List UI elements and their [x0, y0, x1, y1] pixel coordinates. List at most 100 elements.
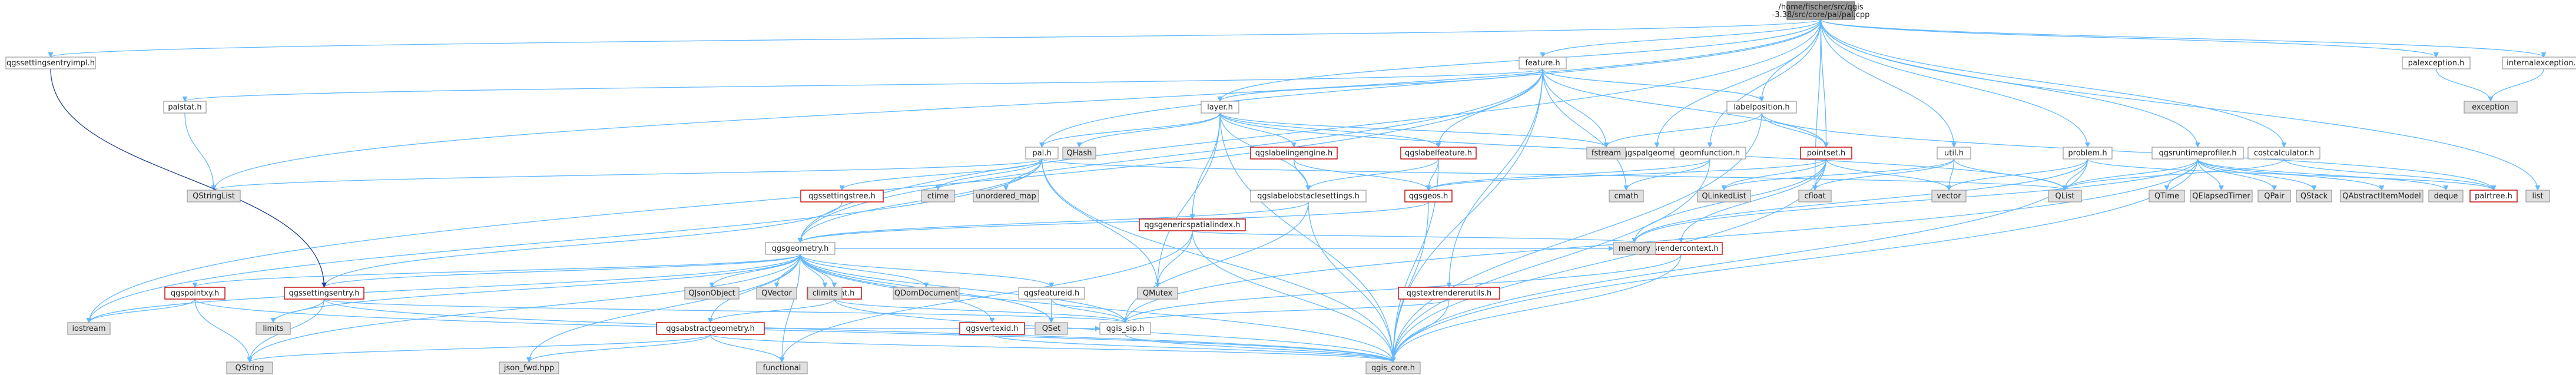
- node-label: deque: [2434, 192, 2458, 201]
- node-qgsvertexid[interactable]: qgsvertexid.h: [959, 322, 1025, 335]
- node-label: json_fwd.hpp: [503, 364, 554, 373]
- edge-qgsruntimeprofiler-to-QAbstractItemModel: [2197, 158, 2385, 191]
- node-label: qgstextrendererutils.h: [1407, 289, 1492, 298]
- node-QSet[interactable]: QSet: [1035, 322, 1068, 335]
- node-box: [2296, 190, 2332, 203]
- node-label: problem.h: [2068, 149, 2107, 158]
- edge-qgslabelfeature-to-qgslabelobstaclesettings: [1305, 158, 1439, 191]
- node-limits[interactable]: limits: [256, 322, 291, 335]
- node-palstat[interactable]: palstat.h: [163, 101, 207, 114]
- node-qgis_sip[interactable]: qgis_sip.h: [1099, 322, 1151, 335]
- node-palrtree[interactable]: palrtree.h: [2469, 190, 2518, 203]
- node-QPair[interactable]: QPair: [2257, 190, 2291, 203]
- node-deque[interactable]: deque: [2428, 190, 2464, 203]
- node-feature[interactable]: feature.h: [1519, 57, 1567, 69]
- node-list[interactable]: list: [2525, 190, 2550, 203]
- node-ctime[interactable]: ctime: [921, 190, 955, 203]
- node-qgslabelingengine[interactable]: qgslabelingengine.h: [1250, 147, 1338, 160]
- edge-layer-to-qgslabelingengine: [1219, 112, 1297, 148]
- edge-root-to-labelposition: [1759, 19, 1822, 102]
- node-geomfunction[interactable]: geomfunction.h: [1673, 147, 1746, 160]
- node-QVector[interactable]: QVector: [756, 287, 797, 300]
- edge-problem-to-memory: [1632, 158, 2088, 243]
- node-qgsrendercontext[interactable]: qgsrendercontext.h: [1639, 242, 1723, 255]
- node-label: feature.h: [1525, 59, 1560, 68]
- node-functional[interactable]: functional: [756, 361, 808, 374]
- edge-util-to-QLinkedList: [1721, 158, 1955, 191]
- node-labelposition[interactable]: labelposition.h: [1726, 101, 1797, 114]
- node-qgsgenericspatialindex[interactable]: qgsgenericspatialindex.h: [1139, 218, 1246, 231]
- node-QTime[interactable]: QTime: [2149, 190, 2185, 203]
- node-qgspointxy[interactable]: qgspointxy.h: [164, 287, 226, 300]
- node-cfloat[interactable]: cfloat: [1798, 190, 1832, 203]
- node-QElapsedTimer[interactable]: QElapsedTimer: [2190, 190, 2253, 203]
- node-label: exception: [2472, 103, 2509, 112]
- node-qgslabelfeature[interactable]: qgslabelfeature.h: [1400, 147, 1477, 160]
- edge-qgsfeatureid-to-qgis_sip: [1051, 298, 1128, 323]
- node-QList[interactable]: QList: [2048, 190, 2082, 203]
- edge-qgssettingsentry-to-qgis_sip: [323, 298, 1128, 323]
- node-qgstextrendererutils[interactable]: qgstextrendererutils.h: [1398, 287, 1500, 300]
- node-memory[interactable]: memory: [1613, 242, 1656, 255]
- edge-pal_h-to-qgis_core: [1041, 158, 1396, 363]
- node-qgsabstractgeometry[interactable]: qgsabstractgeometry.h: [656, 322, 765, 335]
- edge-qgsgeometry-to-qgis_sip: [800, 254, 1128, 323]
- node-label: QLinkedList: [1702, 192, 1746, 201]
- nodes-layer: /home/fischer/src/qgis-3.38/src/core/pal…: [5, 1, 2576, 374]
- node-QMutex[interactable]: QMutex: [1137, 287, 1178, 300]
- node-box: [1404, 190, 1453, 203]
- edge-labelposition-to-qgis_core: [1390, 112, 1762, 363]
- node-iostream[interactable]: iostream: [67, 322, 111, 335]
- node-unordered_map[interactable]: unordered_map: [973, 190, 1039, 203]
- node-qgssettingstree[interactable]: qgssettingstree.h: [800, 190, 884, 203]
- node-pal_h[interactable]: pal.h: [1025, 147, 1059, 160]
- node-internalexception[interactable]: internalexception.h: [2502, 57, 2576, 69]
- node-qgsgeos[interactable]: qgsgeos.h: [1404, 190, 1453, 203]
- node-QAbstractItemModel[interactable]: QAbstractItemModel: [2340, 190, 2424, 203]
- node-qgis_core[interactable]: qgis_core.h: [1365, 361, 1421, 374]
- node-layer[interactable]: layer.h: [1201, 101, 1239, 114]
- edge-qgsgeometry-to-qgis_core: [800, 254, 1396, 363]
- node-label: QList: [2056, 192, 2075, 201]
- node-QStringList[interactable]: QStringList: [187, 190, 241, 203]
- node-qgslabelobstaclesettings[interactable]: qgslabelobstaclesettings.h: [1250, 190, 1367, 203]
- node-qgsfeatureid[interactable]: qgsfeatureid.h: [1018, 287, 1085, 300]
- node-costcalculator[interactable]: costcalculator.h: [2247, 147, 2320, 160]
- node-problem[interactable]: problem.h: [2063, 147, 2113, 160]
- node-exception[interactable]: exception: [2464, 101, 2518, 114]
- node-box: [1937, 147, 1971, 160]
- node-qgsruntimeprofiler[interactable]: qgsruntimeprofiler.h: [2151, 147, 2244, 160]
- node-QJsonObject[interactable]: QJsonObject: [684, 287, 740, 300]
- node-box: [1201, 101, 1239, 114]
- node-label: list: [2532, 192, 2543, 201]
- node-label: qgsruntimeprofiler.h: [2159, 149, 2236, 158]
- node-QStack[interactable]: QStack: [2296, 190, 2332, 203]
- node-cmath[interactable]: cmath: [1609, 190, 1644, 203]
- node-label: internalexception.h: [2507, 59, 2576, 68]
- node-pointset[interactable]: pointset.h: [1800, 147, 1852, 160]
- edge-qgsabstractgeometry-to-json_fwd: [526, 334, 711, 363]
- edge-qgsgenericspatialindex-to-QMutex: [1155, 230, 1193, 288]
- node-qgsgeometry[interactable]: qgsgeometry.h: [765, 242, 836, 255]
- edge-root-to-qgssettingsentryimpl: [48, 19, 1822, 58]
- node-qgssettingsentry[interactable]: qgssettingsentry.h: [284, 287, 364, 300]
- node-vector[interactable]: vector: [1931, 190, 1967, 203]
- node-root[interactable]: /home/fischer/src/qgis-3.38/src/core/pal…: [1772, 1, 1870, 20]
- node-QString[interactable]: QString: [226, 361, 273, 374]
- node-climits[interactable]: climits: [807, 287, 843, 300]
- node-QDomDocument[interactable]: QDomDocument: [893, 287, 960, 300]
- node-palexception[interactable]: palexception.h: [2402, 57, 2471, 69]
- edge-qgsrendercontext-to-qgis_core: [1390, 254, 1682, 363]
- node-QLinkedList[interactable]: QLinkedList: [1697, 190, 1751, 203]
- node-QHash[interactable]: QHash: [1062, 147, 1096, 160]
- edge-qgsgenericspatialindex-to-functional: [779, 230, 1193, 363]
- node-fstream[interactable]: fstream: [1586, 147, 1626, 160]
- edge-root-to-feature: [1540, 19, 1822, 58]
- node-box: [1786, 1, 1855, 20]
- node-label: qgsvertexid.h: [966, 324, 1018, 333]
- node-util[interactable]: util.h: [1937, 147, 1971, 160]
- node-label: qgspointxy.h: [171, 289, 219, 298]
- node-json_fwd[interactable]: json_fwd.hpp: [499, 361, 559, 374]
- node-qgssettingsentryimpl[interactable]: qgssettingsentryimpl.h: [5, 57, 96, 69]
